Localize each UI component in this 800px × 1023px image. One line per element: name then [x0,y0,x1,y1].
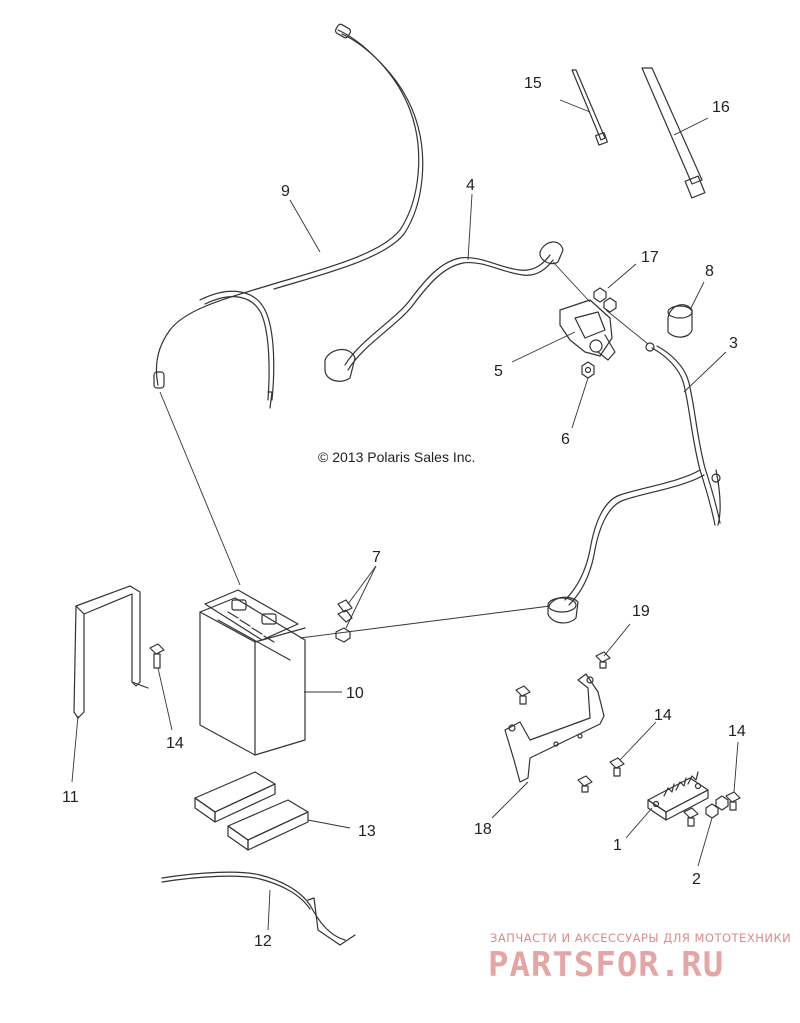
copyright-text: © 2013 Polaris Sales Inc. [318,449,475,465]
callout-14-right: 14 [728,723,746,740]
callout-3: 3 [729,335,738,352]
part-14-bolt-middle [609,757,625,777]
callout-10: 10 [346,685,364,702]
callout-labels: 9 15 16 4 17 8 3 5 6 7 19 10 14 11 13 18… [62,75,746,950]
part-14-bolt-right [725,791,741,811]
part-13-pads [194,771,309,851]
part-7-bolt [335,599,353,643]
watermark-tagline: ЗАПЧАСТИ И АКСЕССУАРЫ ДЛЯ МОТОТЕХНИКИ [490,931,791,945]
callout-18: 18 [474,821,492,838]
part-9-cable [153,23,424,409]
part-11-bracket [73,585,149,719]
part-6-nut [581,361,595,379]
watermark: ЗАПЧАСТИ И АКСЕССУАРЫ ДЛЯ МОТОТЕХНИКИ PA… [488,931,791,985]
part-16-tie [641,67,706,199]
part-8-boot [667,304,693,338]
callout-13: 13 [358,823,376,840]
callout-9: 9 [281,183,290,200]
callout-1: 1 [613,837,622,854]
callout-5: 5 [494,363,503,380]
watermark-logo: PARTSFOR.RU [488,945,724,985]
part-15-tie [571,69,609,146]
callout-14-left: 14 [166,735,184,752]
callout-11: 11 [62,789,79,806]
part-4-cable [324,241,564,382]
part-12-rod [161,871,356,946]
callout-6: 6 [561,431,570,448]
callout-17: 17 [641,249,659,266]
callout-14-middle: 14 [654,707,672,724]
callout-7: 7 [372,549,381,566]
bolts-18 [515,685,593,793]
callout-4: 4 [466,177,475,194]
callout-12: 12 [254,933,272,950]
part-1-terminal-block [647,771,709,821]
callout-19: 19 [632,603,650,620]
callout-16: 16 [712,99,730,116]
callout-15: 15 [524,75,542,92]
part-17-nut [593,287,617,313]
part-3-cable [547,342,721,624]
callout-2: 2 [692,871,701,888]
part-2-nut [683,795,729,827]
part-10-battery [199,589,306,756]
part-18-bracket [504,673,605,783]
part-14-bolt-left [149,643,165,669]
callout-leaders [71,99,739,931]
part-5-relay [559,299,616,361]
part-19-nut [595,651,611,669]
connection-lines [159,261,649,639]
callout-8: 8 [705,263,714,280]
